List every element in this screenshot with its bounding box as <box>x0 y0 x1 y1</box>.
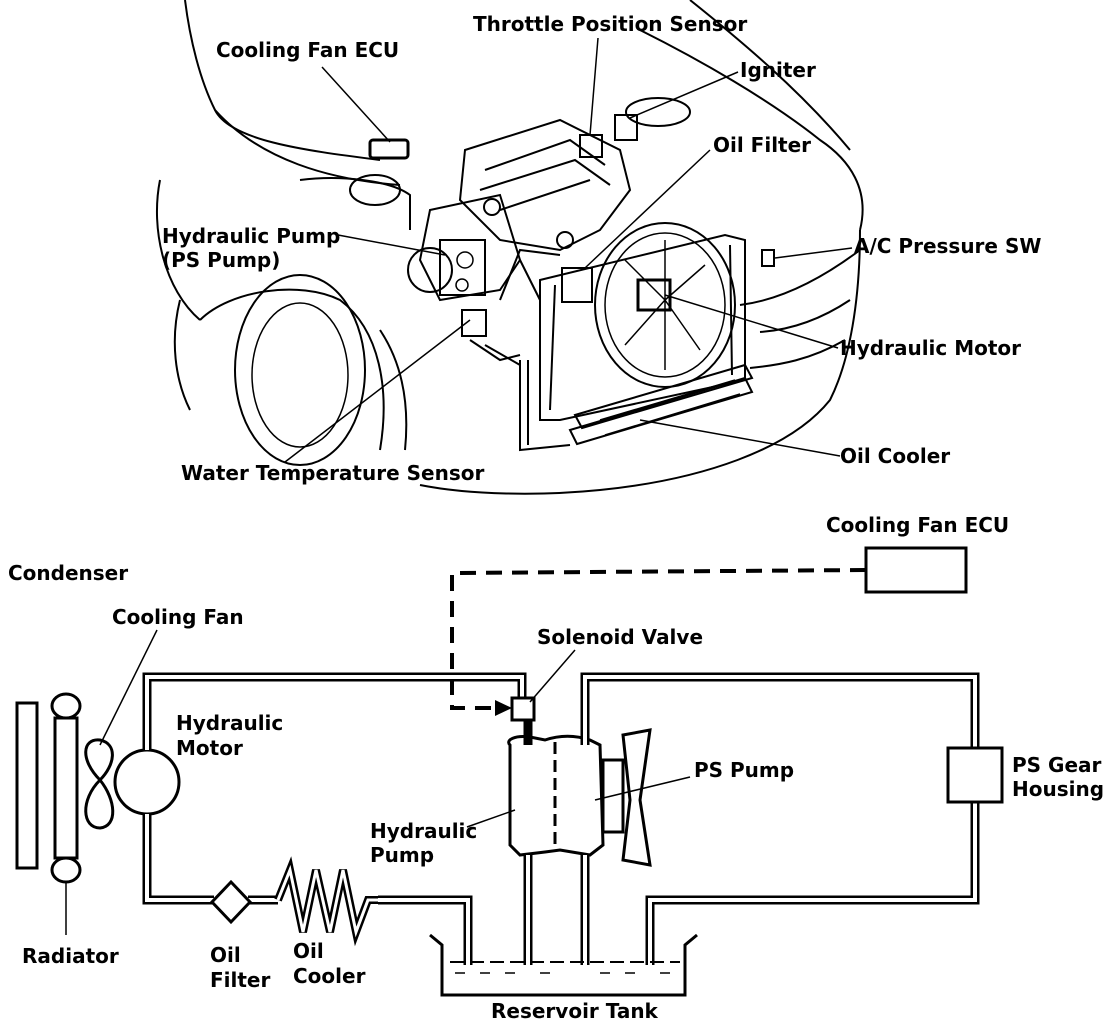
schematic-cooling-fan-ecu-box <box>864 546 968 594</box>
strut-tower <box>625 97 691 127</box>
label-oil-filter-line1: Oil <box>210 943 241 967</box>
label-throttle-position-sensor: Throttle Position Sensor <box>473 12 747 36</box>
water-temperature-sensor-part <box>461 309 521 362</box>
label-oil-filter-top: Oil Filter <box>713 133 811 157</box>
throttle-position-sensor-part <box>579 134 603 158</box>
label-radiator: Radiator <box>22 944 119 968</box>
label-hydraulic-pump-top: Hydraulic Pump <box>162 224 340 248</box>
engine-compartment-view: Cooling Fan ECU Throttle Position Sensor… <box>156 0 1041 495</box>
label-condenser: Condenser <box>8 561 128 585</box>
label-ps-gear-housing-line2: Housing <box>1012 777 1104 801</box>
label-ps-pump: PS Pump <box>694 758 794 782</box>
signal-arrowhead <box>495 700 512 716</box>
left-circuit-pipes <box>142 672 527 965</box>
oil-filter-part <box>561 267 593 303</box>
hydraulic-pump-part <box>407 239 486 296</box>
schematic-leader-lines <box>99 629 691 828</box>
solenoid-valve-part <box>510 696 536 722</box>
cooling-fan-ecu-unit <box>368 138 410 160</box>
car-body-outline <box>156 0 864 495</box>
radiator-fan <box>594 222 736 388</box>
label-hydraulic-motor-line1: Hydraulic <box>176 711 283 735</box>
label-ac-pressure-sw: A/C Pressure SW <box>854 234 1041 258</box>
oil-cooler-part-schematic <box>274 856 378 947</box>
label-cooling-fan-ecu-schematic: Cooling Fan ECU <box>826 513 1009 537</box>
label-hydraulic-motor-line2: Motor <box>176 736 243 760</box>
label-igniter: Igniter <box>740 58 816 82</box>
label-hydraulic-motor-top: Hydraulic Motor <box>840 336 1021 360</box>
label-hydraulic-pump-line1: Hydraulic <box>370 819 477 843</box>
label-oil-cooler-line2: Cooler <box>293 964 366 988</box>
ac-pressure-sw-part <box>761 249 775 267</box>
hydraulic-schematic: Cooling Fan ECU Condenser Cooling Fan So… <box>8 513 1104 1023</box>
label-hydraulic-pump-line2: Pump <box>370 843 434 867</box>
pump-suction-lines <box>523 720 590 965</box>
pulley <box>621 728 652 867</box>
pump-assembly <box>507 728 652 867</box>
radiator-part <box>50 692 82 935</box>
ecu-signal-line <box>450 568 867 710</box>
ps-gear-housing-part <box>946 746 1004 804</box>
hydraulic-hoses <box>484 248 571 452</box>
oil-cooler-part <box>568 363 754 446</box>
igniter-part <box>614 114 638 141</box>
label-cooling-fan: Cooling Fan <box>112 605 244 629</box>
label-cooling-fan-ecu-top: Cooling Fan ECU <box>216 38 399 62</box>
fender-reservoir <box>349 174 401 206</box>
condenser-part <box>15 701 39 870</box>
label-oil-cooler-line1: Oil <box>293 939 324 963</box>
label-water-temperature-sensor: Water Temperature Sensor <box>181 461 484 485</box>
reservoir-tank-part <box>429 933 698 997</box>
label-ps-gear-housing-line1: PS Gear <box>1012 753 1102 777</box>
label-oil-filter-line2: Filter <box>210 968 270 992</box>
right-circuit-pipes <box>580 672 980 965</box>
cooling-fan-part <box>84 738 115 830</box>
label-oil-cooler-top: Oil Cooler <box>840 444 950 468</box>
hydraulic-motor-part <box>113 748 181 816</box>
label-solenoid-valve: Solenoid Valve <box>537 625 703 649</box>
label-reservoir-tank: Reservoir Tank <box>491 999 659 1023</box>
front-wheel <box>234 274 366 466</box>
label-ps-pump-paren: (PS Pump) <box>162 248 280 272</box>
oil-filter-part-schematic <box>209 879 253 925</box>
engine-leader-lines <box>284 37 853 463</box>
